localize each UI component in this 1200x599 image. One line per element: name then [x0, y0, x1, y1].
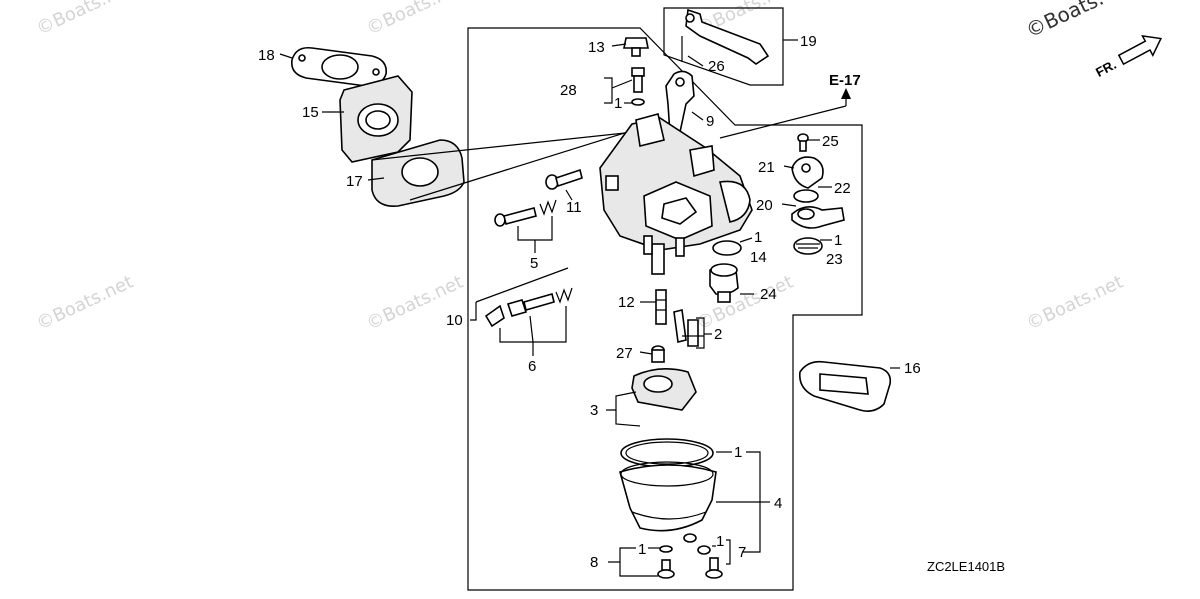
callout-26: 26 [708, 58, 725, 75]
callout-1d: 1 [734, 444, 742, 461]
watermarks: ©Boats.net ©Boats.net ©Boats.net ©Boats.… [33, 0, 1126, 335]
callout-7: 7 [738, 544, 746, 561]
group-boundary [467, 27, 863, 591]
watermark: ©Boats.net [1023, 272, 1126, 335]
callout-1c: 1 [754, 229, 762, 246]
callout-13: 13 [588, 39, 605, 56]
callout-9: 9 [706, 113, 714, 130]
front-label: FR. [1093, 57, 1119, 80]
callout-14: 14 [750, 249, 767, 266]
screw-13 [623, 37, 649, 57]
callout-18: 18 [258, 47, 275, 64]
callout-1e: 1 [638, 541, 646, 558]
watermark-dark: ©Boats. [1022, 0, 1107, 43]
watermark: ©Boats.net [363, 0, 466, 40]
plate-21 [791, 156, 824, 189]
callout-28: 28 [560, 82, 577, 99]
callout-5: 5 [530, 255, 538, 272]
float-chamber-4 [619, 461, 717, 532]
e17-reference-arrow: E-17 [719, 72, 861, 139]
diagram-code: ZC2LE1401B [927, 559, 1005, 574]
screw-27 [651, 345, 665, 363]
jet-2 [673, 309, 699, 347]
callout-3: 3 [590, 402, 598, 419]
watermark: ©Boats.net [33, 0, 136, 40]
watermark: ©Boats.net [33, 272, 136, 335]
callout-25: 25 [822, 133, 839, 150]
screw-5 [494, 199, 557, 227]
callout-1a: 1 [614, 95, 622, 112]
e17-label: E-17 [829, 72, 861, 89]
plate-20 [791, 206, 845, 229]
o-ring-22 [793, 189, 819, 203]
screw-28 [631, 67, 645, 106]
float-3 [631, 368, 697, 411]
callout-23: 23 [826, 251, 843, 268]
callout-15: 15 [302, 104, 319, 121]
callout-12: 12 [618, 294, 635, 311]
callout-8: 8 [590, 554, 598, 571]
callout-24: 24 [760, 286, 777, 303]
gasket-17 [371, 139, 465, 207]
callout-4: 4 [774, 495, 782, 512]
screw-11 [545, 168, 583, 190]
callout-21: 21 [758, 159, 775, 176]
bolt-7 [683, 533, 723, 579]
callout-6: 6 [528, 358, 536, 375]
callout-11: 11 [566, 199, 582, 216]
callout-20: 20 [756, 197, 773, 214]
watermark: ©Boats.net [693, 272, 796, 335]
gasket-ring-1 [620, 438, 714, 468]
callout-17: 17 [346, 173, 363, 190]
callout-22: 22 [834, 180, 851, 197]
valve-seat-24 [709, 263, 739, 303]
callout-1b: 1 [834, 232, 842, 249]
box-19-26 [663, 7, 784, 86]
callout-16: 16 [904, 360, 921, 377]
callout-19: 19 [800, 33, 817, 50]
leader-17 [409, 124, 651, 201]
front-arrow-icon: FR. [1093, 34, 1163, 80]
carburetor-body [599, 113, 753, 275]
leader-lines [279, 39, 900, 577]
gasket-16 [798, 360, 892, 412]
insulator-15 [339, 75, 413, 163]
washer-14 [712, 240, 742, 256]
callout-1f: 1 [716, 533, 724, 550]
pilot-screw-set-6 [484, 287, 573, 328]
filter-23 [793, 237, 823, 255]
gasket-ring-inner [625, 441, 709, 465]
screw-25 [797, 133, 809, 152]
callout-27: 27 [616, 345, 633, 362]
gasket-18 [290, 46, 388, 87]
lever-19 [685, 8, 770, 65]
callout-2: 2 [714, 326, 722, 343]
jet-12 [655, 289, 667, 325]
leader-15 [371, 132, 626, 161]
callout-10: 10 [446, 312, 463, 329]
callouts: 18 15 17 13 28 1 26 19 9 25 21 22 20 1 2… [258, 33, 921, 571]
bolt-8 [657, 545, 675, 579]
